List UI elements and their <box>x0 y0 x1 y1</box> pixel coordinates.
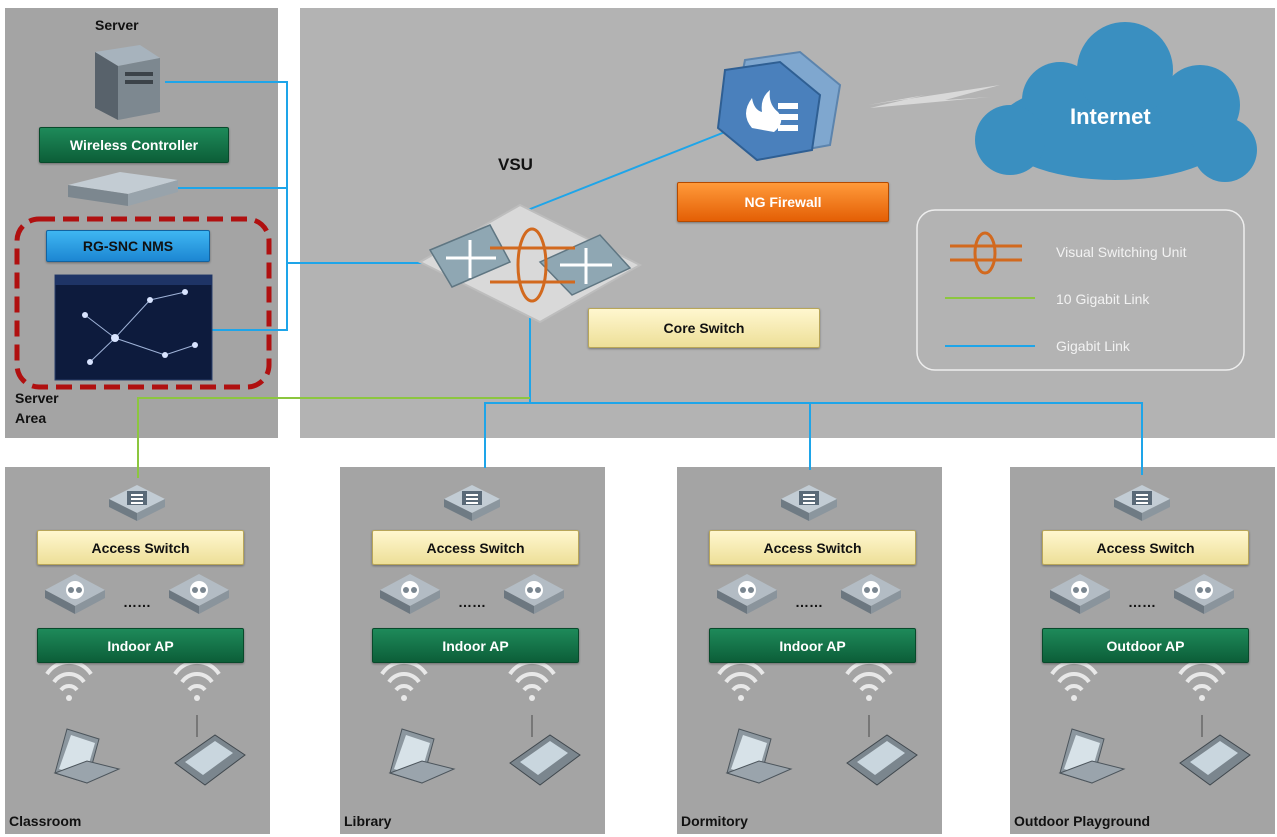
access-point-icon <box>169 574 229 614</box>
site-name-label: Classroom <box>9 813 82 829</box>
site-name-label: Dormitory <box>681 813 748 829</box>
ap-ellipsis: …… <box>458 594 486 610</box>
firewall-icon <box>716 50 842 162</box>
server-gigabit-links <box>165 81 425 331</box>
wifi-signal-icon <box>380 659 428 701</box>
ap-label: Indoor AP <box>372 628 579 663</box>
laptop-icon <box>1058 728 1126 784</box>
ap-ellipsis: …… <box>123 594 151 610</box>
site-devices <box>45 485 246 786</box>
laptop-icon <box>388 728 456 784</box>
laptop-icon <box>53 728 121 784</box>
access-switch-label: Access Switch <box>37 530 244 565</box>
wifi-signal-icon <box>45 659 93 701</box>
internet-wan-link <box>868 85 1000 108</box>
core-switch-device <box>417 203 643 324</box>
server-label: Server <box>95 17 139 33</box>
wireless-controller-device-icon <box>68 172 178 206</box>
access-point-icon <box>1050 574 1110 614</box>
handheld-device-icon <box>174 715 246 786</box>
legend-box <box>916 209 1245 371</box>
server-tower-icon <box>95 45 160 120</box>
legend-label-ten-gigabit: 10 Gigabit Link <box>1056 291 1150 307</box>
access-switch-icon <box>109 485 165 521</box>
wireless-controller-label: Wireless Controller <box>39 127 229 163</box>
ap-ellipsis: …… <box>795 594 823 610</box>
handheld-device-icon <box>1179 715 1251 786</box>
access-switch-label: Access Switch <box>1042 530 1249 565</box>
access-switch-icon <box>781 485 837 521</box>
legend-label-vsu: Visual Switching Unit <box>1056 244 1187 260</box>
distribution-gigabit-links <box>484 318 1143 475</box>
access-switch-icon <box>1114 485 1170 521</box>
internet-cloud <box>975 22 1257 182</box>
internet-label: Internet <box>1070 104 1151 129</box>
firewall-label: NG Firewall <box>677 182 889 222</box>
wifi-signal-icon <box>717 659 765 701</box>
access-point-icon <box>1174 574 1234 614</box>
ap-label: Indoor AP <box>709 628 916 663</box>
site-name-label: Library <box>344 813 392 829</box>
access-switch-label: Access Switch <box>709 530 916 565</box>
site-devices <box>380 485 581 786</box>
wifi-signal-icon <box>1178 659 1226 701</box>
ap-ellipsis: …… <box>1128 594 1156 610</box>
access-switch-label: Access Switch <box>372 530 579 565</box>
laptop-icon <box>725 728 793 784</box>
server-area-label-line1: Server <box>15 390 59 406</box>
handheld-device-icon <box>509 715 581 786</box>
nms-screen-icon <box>54 274 213 381</box>
handheld-device-icon <box>846 715 918 786</box>
access-point-icon <box>380 574 440 614</box>
core-switch-label: Core Switch <box>588 308 820 348</box>
ap-label: Indoor AP <box>37 628 244 663</box>
core-firewall-link <box>514 129 731 216</box>
nms-label: RG-SNC NMS <box>46 230 210 262</box>
vsu-label: VSU <box>498 155 533 174</box>
wifi-signal-icon <box>508 659 556 701</box>
server-area-label-line2: Area <box>15 410 47 426</box>
access-point-icon <box>717 574 777 614</box>
vsu-ring-icon <box>490 227 575 303</box>
ap-label: Outdoor AP <box>1042 628 1249 663</box>
wifi-signal-icon <box>1050 659 1098 701</box>
access-point-icon <box>45 574 105 614</box>
access-switch-icon <box>444 485 500 521</box>
site-devices <box>1050 485 1251 786</box>
site-name-label: Outdoor Playground <box>1014 813 1151 829</box>
nms-highlight-frame <box>14 216 272 390</box>
access-point-icon <box>841 574 901 614</box>
wifi-signal-icon <box>845 659 893 701</box>
access-point-icon <box>504 574 564 614</box>
wifi-signal-icon <box>173 659 221 701</box>
legend-vsu-symbol <box>950 231 1022 275</box>
legend-label-gigabit: Gigabit Link <box>1056 338 1130 354</box>
ten-gigabit-link <box>137 397 530 478</box>
